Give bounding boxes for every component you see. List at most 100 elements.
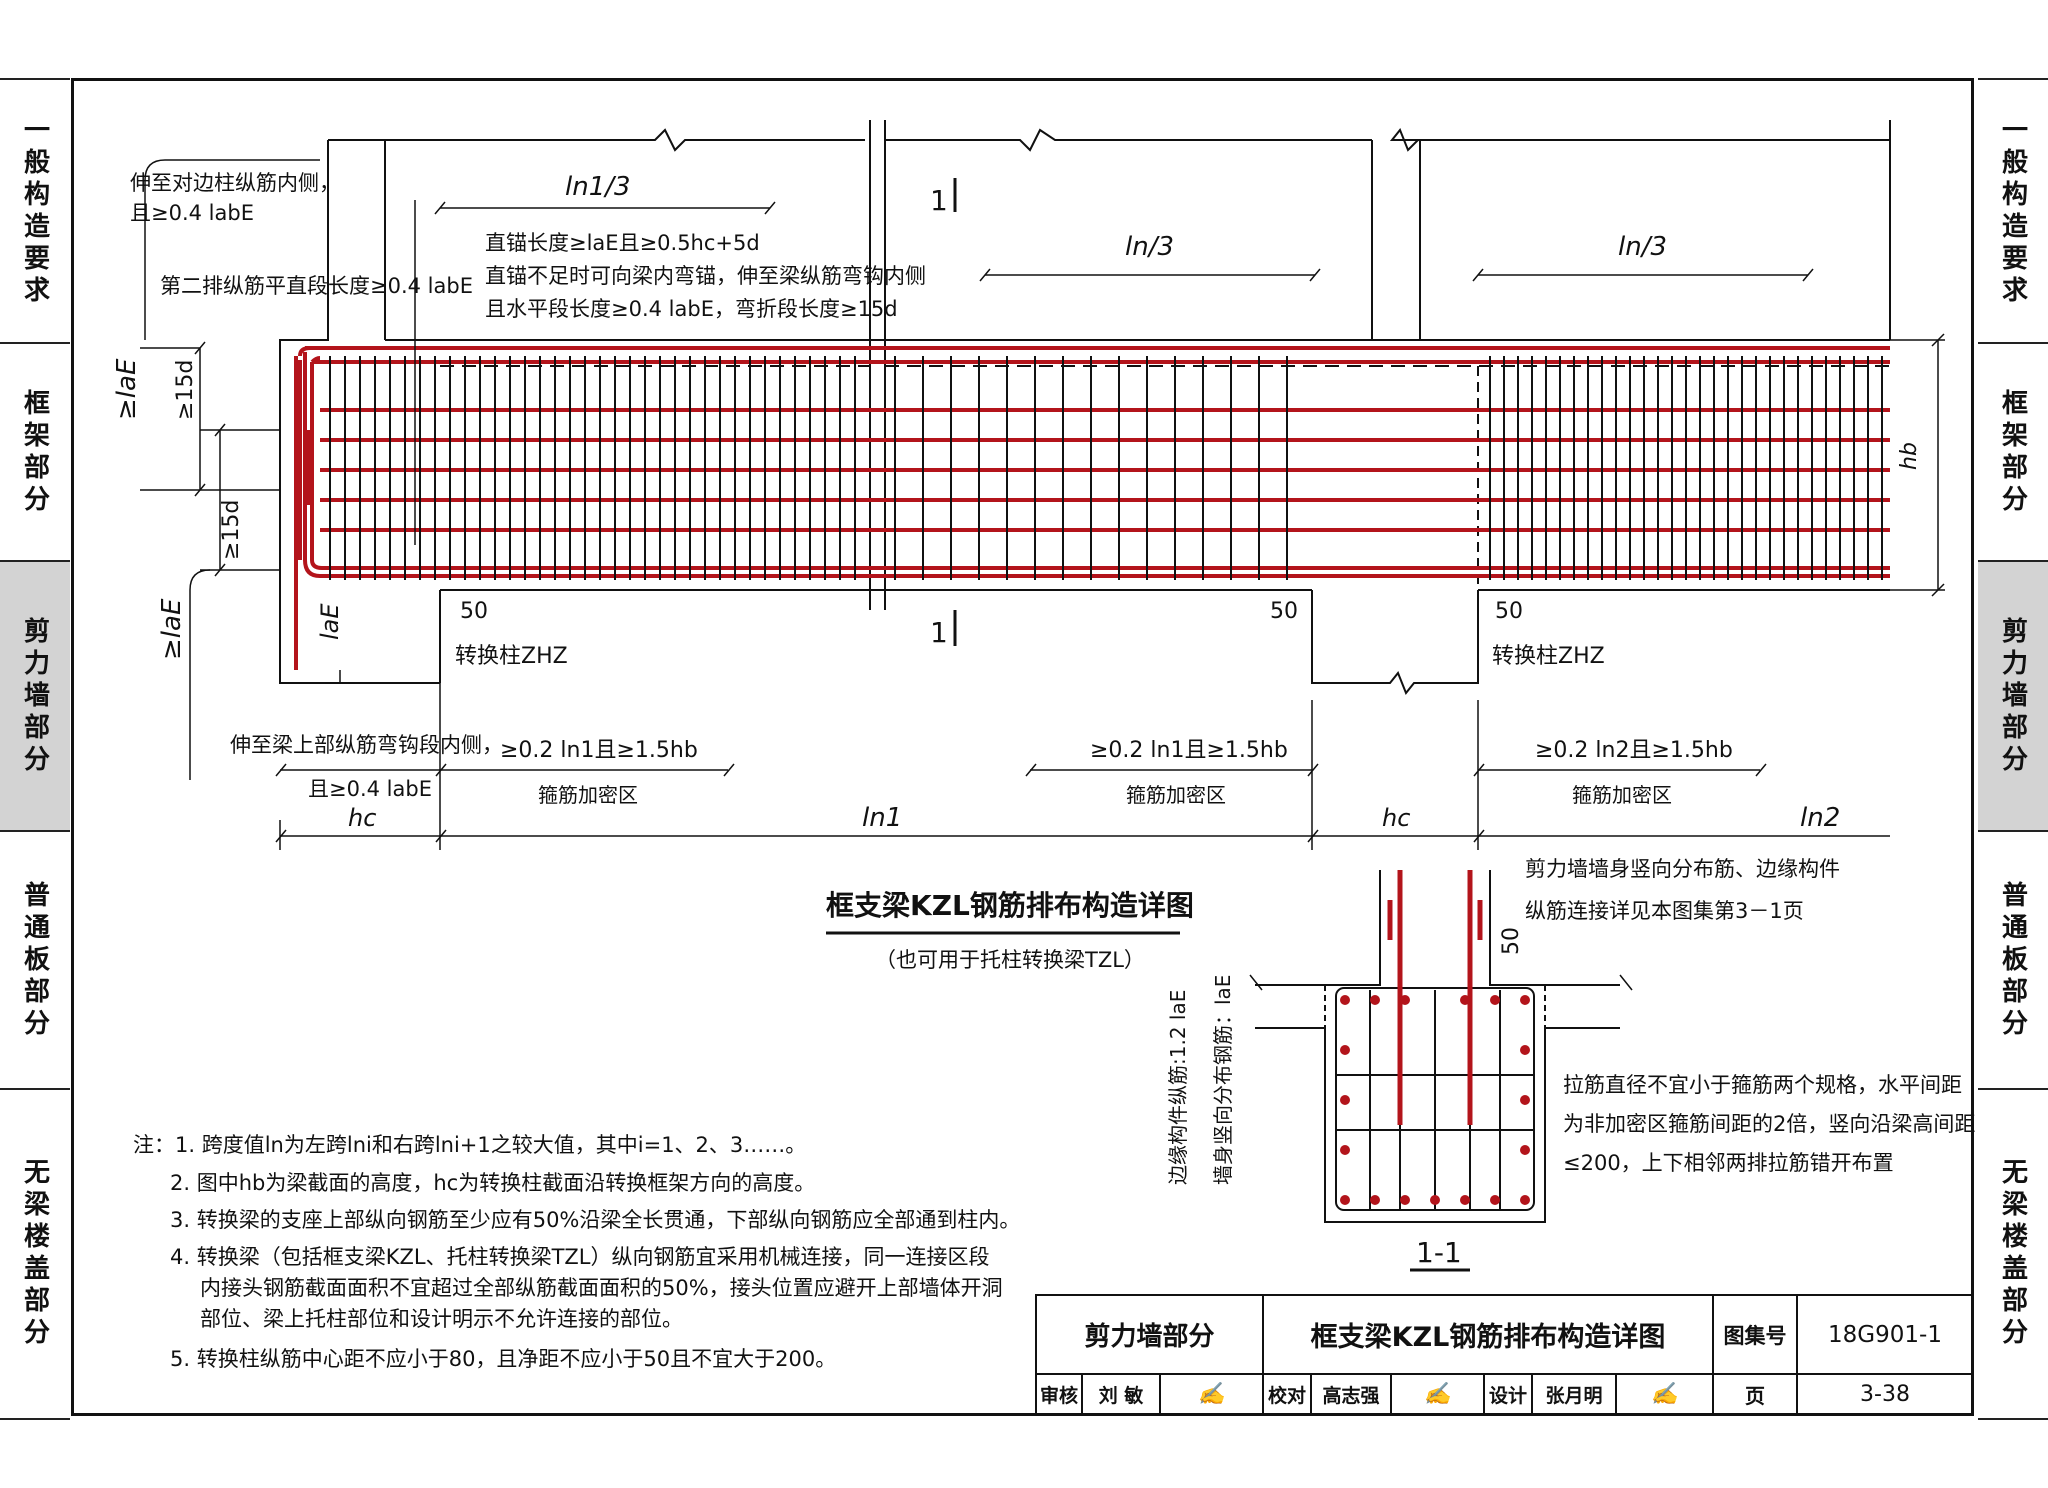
- section-label: 1-1: [1416, 1236, 1462, 1269]
- tb-page-label-text: 页: [1745, 1384, 1765, 1408]
- tb-review-name: 刘 敏: [1081, 1373, 1161, 1416]
- tb-title: 框支梁KZL钢筋排布构造详图: [1262, 1294, 1714, 1375]
- tab-label: 剪力墙部分: [19, 617, 50, 777]
- tab-flat-slab-right[interactable]: 无梁楼盖部分: [1978, 1088, 2048, 1420]
- tab-frame[interactable]: 框架部分: [0, 342, 70, 562]
- section-rebar-dot: [1340, 995, 1350, 1005]
- cut-mark-bottom: 1: [930, 616, 948, 649]
- note-4-cont-1: 内接头钢筋截面面积不宜超过全部纵筋截面面积的50%，接头位置应避开上部墙体开洞: [200, 1276, 1003, 1300]
- section-rebar-dot: [1520, 1095, 1530, 1105]
- ann-top-left-2: 且≥0.4 labE: [130, 201, 254, 225]
- dim-ln-3a: ln/3: [1125, 232, 1174, 262]
- col-label-1: 转换柱ZHZ: [455, 644, 568, 669]
- tb-page-no: 3-38: [1796, 1373, 1974, 1416]
- dim-ln2: ln2: [1800, 803, 1840, 833]
- tab-shear-wall-right[interactable]: 剪力墙部分: [1978, 560, 2048, 832]
- tb-check-name: 高志强: [1310, 1373, 1392, 1416]
- dim-50d: 50: [1499, 927, 1524, 955]
- tb-page-label: 页: [1712, 1373, 1798, 1416]
- drawing-subtitle: （也可用于托柱转换梁TZL）: [875, 948, 1145, 972]
- tab-label: 一般构造要求: [19, 116, 50, 308]
- tb-design-label: 设计: [1483, 1373, 1533, 1416]
- dim-50c: 50: [1495, 599, 1523, 624]
- dim-15d-b: ≥15d: [219, 500, 244, 560]
- tab-general[interactable]: 一般构造要求: [0, 78, 70, 344]
- tb-design-name-text: 张月明: [1545, 1385, 1603, 1407]
- concrete-outline: [279, 120, 1891, 695]
- dim-lae: laE: [316, 603, 344, 640]
- dim-ln-3b: ln/3: [1618, 232, 1667, 262]
- tab-label: 一般构造要求: [1997, 116, 2028, 308]
- section-rebar-dot: [1520, 1195, 1530, 1205]
- tb-check-signature: ✍: [1390, 1373, 1485, 1416]
- dim-hc-2: hc: [1382, 804, 1410, 832]
- dense-zone-label-3: 箍筋加密区: [1572, 783, 1672, 807]
- section-rebar-dot: [1490, 1195, 1500, 1205]
- tb-design-signature: ✍: [1615, 1373, 1714, 1416]
- ann-bottom-2: 且≥0.4 labE: [308, 777, 432, 801]
- section-rebar-dot: [1400, 1195, 1410, 1205]
- section-rebar-dot: [1490, 995, 1500, 1005]
- tab-slab[interactable]: 普通板部分: [0, 830, 70, 1090]
- section-rebar-dot: [1430, 1195, 1440, 1205]
- tab-label: 框架部分: [19, 389, 50, 517]
- note-1: 注：1. 跨度值ln为左跨lni和右跨lni+1之较大值，其中i=1、2、3………: [133, 1133, 806, 1157]
- tb-page-no-text: 3-38: [1860, 1382, 1910, 1407]
- tb-review-label: 审核: [1035, 1373, 1083, 1416]
- section-rebar-dot: [1340, 1195, 1350, 1205]
- tb-atlas-no-text: 18G901-1: [1828, 1321, 1942, 1348]
- tab-label: 无梁楼盖部分: [1997, 1158, 2028, 1350]
- tab-label: 普通板部分: [19, 881, 50, 1041]
- section-rebar-dot: [1460, 995, 1470, 1005]
- drawing-frame: [71, 78, 1974, 1416]
- dense-zone-label-1: 箍筋加密区: [538, 783, 638, 807]
- dim-ln1-3: ln1/3: [565, 172, 631, 202]
- section-rebar-dot: [1340, 1045, 1350, 1055]
- section-vert-ann-1: 边缘构件纵筋:1.2 laE: [1166, 990, 1190, 1185]
- ann-second-row: 第二排纵筋平直段长度≥0.4 labE: [160, 274, 473, 298]
- section-tie-3: ≤200，上下相邻两排拉筋错开布置: [1563, 1151, 1894, 1175]
- tb-section: 剪力墙部分: [1035, 1294, 1264, 1375]
- tab-label: 无梁楼盖部分: [19, 1158, 50, 1350]
- tb-review-signature: ✍: [1159, 1373, 1264, 1416]
- tab-frame-right[interactable]: 框架部分: [1978, 342, 2048, 562]
- section-rebar: [1387, 870, 1483, 1125]
- dense-range-3: ≥0.2 ln2且≥1.5hb: [1535, 738, 1733, 763]
- ann-bottom-1: 伸至梁上部纵筋弯钩段内侧，: [230, 733, 503, 757]
- beam-rebar: [294, 346, 1890, 670]
- tb-check-name-text: 高志强: [1322, 1385, 1380, 1407]
- section-vert-ann-2: 墙身竖向分布钢筋：laE: [1211, 975, 1235, 1185]
- tb-design-name: 张月明: [1531, 1373, 1617, 1416]
- section-rebar-dot: [1370, 1195, 1380, 1205]
- dense-zone-label-2: 箍筋加密区: [1126, 783, 1226, 807]
- section-rebar-dot: [1520, 995, 1530, 1005]
- note-4: 4. 转换梁（包括框支梁KZL、托柱转换梁TZL）纵向钢筋宜采用机械连接，同一连…: [170, 1245, 989, 1269]
- dim-50b: 50: [1270, 599, 1298, 624]
- tb-review-name-text: 刘 敏: [1098, 1385, 1144, 1407]
- dim-ln1: ln1: [862, 803, 902, 833]
- note-5: 5. 转换柱纵筋中心距不应小于80，且净距不应小于50且不宜大于200。: [170, 1347, 836, 1371]
- dim-50a: 50: [460, 599, 488, 624]
- drawing-title: 框支梁KZL钢筋排布构造详图: [826, 889, 1194, 922]
- section-bars: [1340, 995, 1530, 1205]
- section-rebar-dot: [1370, 995, 1380, 1005]
- ann-anchor-2: 直锚不足时可向梁内弯锚，伸至梁纵筋弯钩内侧: [485, 264, 926, 288]
- tab-label: 普通板部分: [1997, 881, 2028, 1041]
- tab-label: 框架部分: [1997, 389, 2028, 517]
- note-3: 3. 转换梁的支座上部纵向钢筋至少应有50%沿梁全长贯通，下部纵向钢筋应全部通到…: [170, 1208, 1020, 1232]
- tab-general-right[interactable]: 一般构造要求: [1978, 78, 2048, 344]
- ann-anchor-3: 且水平段长度≥0.4 labE，弯折段长度≥15d: [485, 297, 898, 321]
- section-rebar-dot: [1340, 1095, 1350, 1105]
- tab-shear-wall[interactable]: 剪力墙部分: [0, 560, 70, 832]
- tb-section-text: 剪力墙部分: [1084, 1322, 1215, 1352]
- dim-lae-top: ≥laE: [112, 358, 142, 420]
- section-rebar-dot: [1460, 1195, 1470, 1205]
- tab-slab-right[interactable]: 普通板部分: [1978, 830, 2048, 1090]
- tab-label: 剪力墙部分: [1997, 617, 2028, 777]
- cut-marks: [826, 178, 1470, 1272]
- section-tie-1: 拉筋直径不宜小于箍筋两个规格，水平间距: [1563, 1073, 1962, 1097]
- stirrups: [329, 356, 1883, 580]
- dim-hc-1: hc: [348, 804, 376, 832]
- tab-flat-slab[interactable]: 无梁楼盖部分: [0, 1088, 70, 1420]
